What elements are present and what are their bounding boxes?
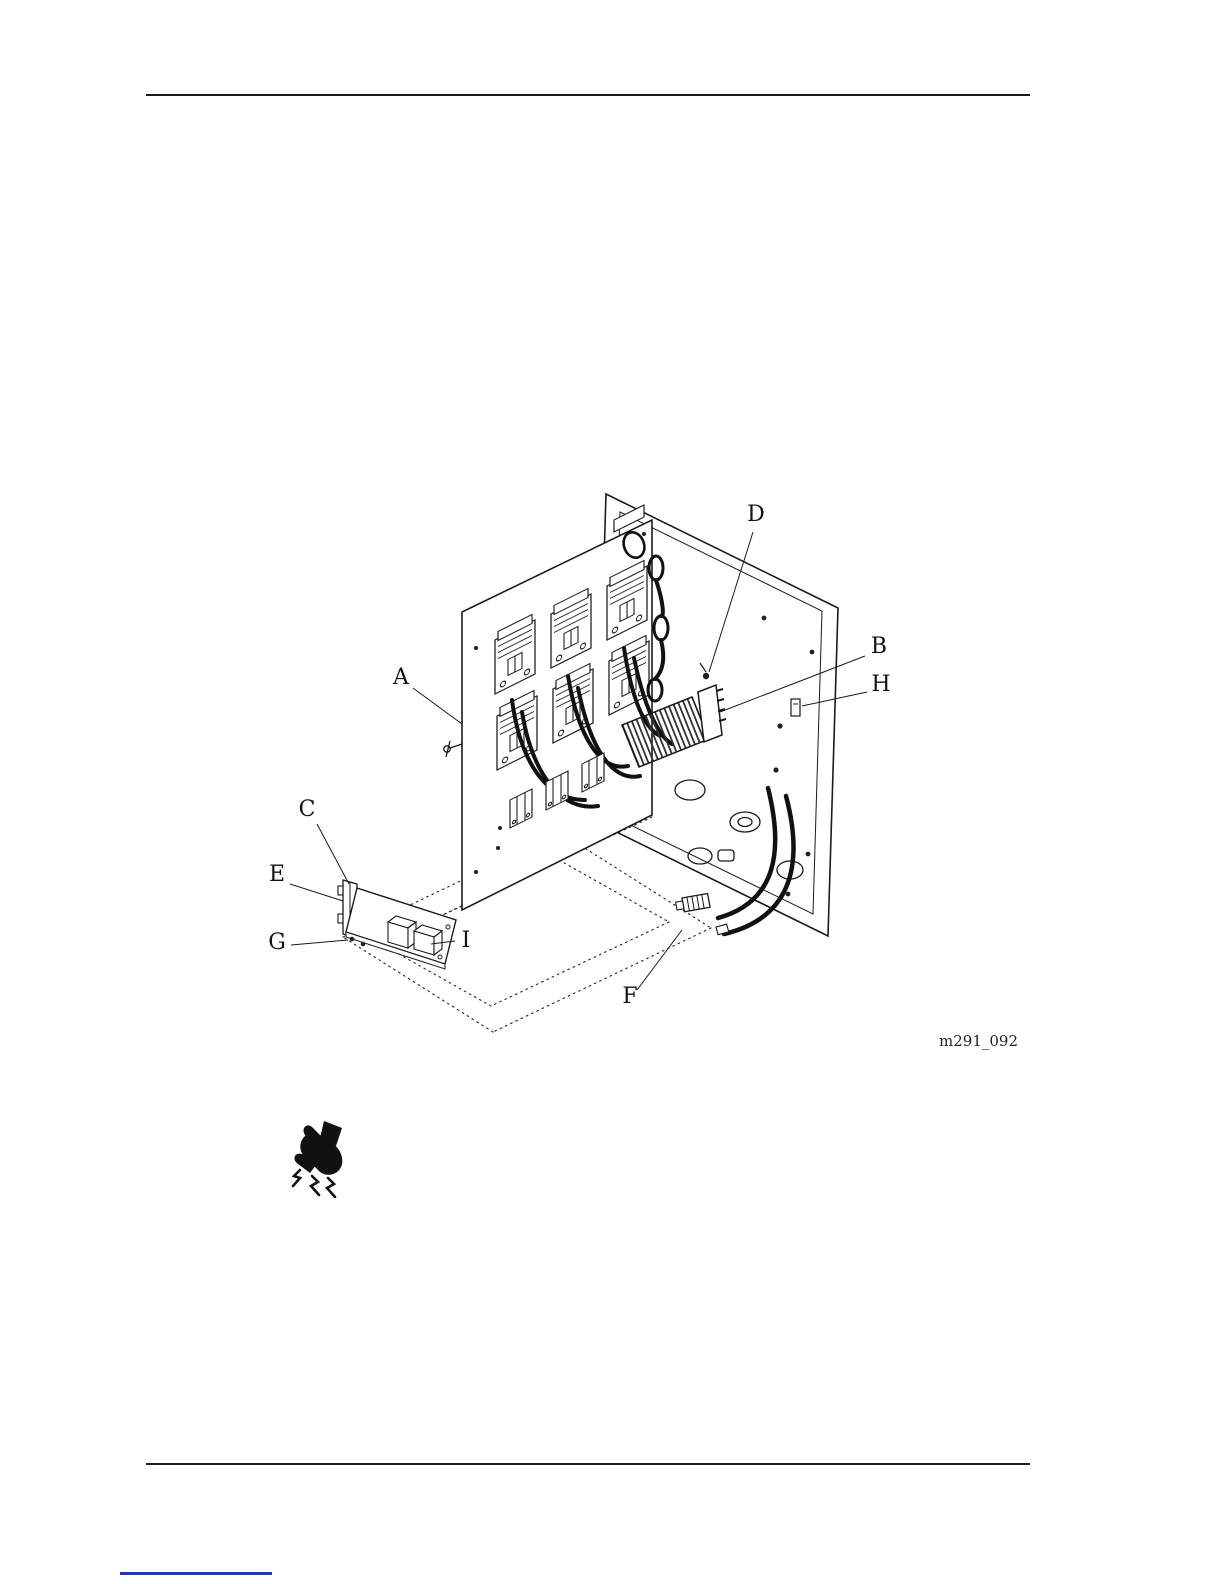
connector-f [674, 892, 730, 936]
callout-label-h: H [871, 672, 890, 697]
callout-label-g: G [268, 930, 286, 955]
callout-label-d: D [747, 502, 765, 527]
ribbon-cable [621, 683, 727, 768]
top-cable-clamp [613, 504, 646, 559]
footer-rule [146, 1463, 1030, 1465]
callout-label-a: A [392, 665, 410, 690]
callout-leaders [289, 531, 868, 991]
pcb-component [412, 924, 444, 957]
callout-leader-d [708, 531, 754, 673]
harness-cables [715, 785, 796, 937]
callout-label-e: E [269, 862, 285, 887]
callout-leader-e [289, 883, 344, 902]
screw-d [699, 662, 710, 680]
pcb-screws [349, 936, 366, 947]
callout-leader-c [316, 823, 350, 885]
header-rule [146, 94, 1030, 96]
pcb-assembly [337, 879, 457, 970]
footer-link-underline[interactable] [120, 1572, 272, 1575]
plate-mounting-holes [474, 532, 646, 874]
callout-leader-i [430, 940, 456, 945]
callout-label-b: B [871, 634, 887, 659]
wire-loop-top [622, 531, 646, 559]
figure-code: m291_092 [939, 1032, 1018, 1050]
electric-shock-hazard-icon [291, 1121, 343, 1198]
callout-leader-a [412, 687, 463, 725]
callout-label-f: F [622, 984, 637, 1009]
terminal-blocks [496, 752, 605, 850]
callout-leader-f [636, 929, 683, 991]
callout-leader-g [290, 939, 349, 946]
callout-leader-b [719, 655, 866, 713]
callout-leader-h [801, 691, 868, 707]
latch-h [790, 698, 801, 717]
callout-label-i: I [462, 928, 471, 953]
plate-latch [443, 740, 463, 758]
callout-label-c: C [299, 797, 316, 822]
pcb-component [386, 915, 418, 950]
door-screws [761, 615, 815, 897]
knockout-holes [674, 779, 804, 880]
ribbon-connector-b [697, 683, 727, 744]
